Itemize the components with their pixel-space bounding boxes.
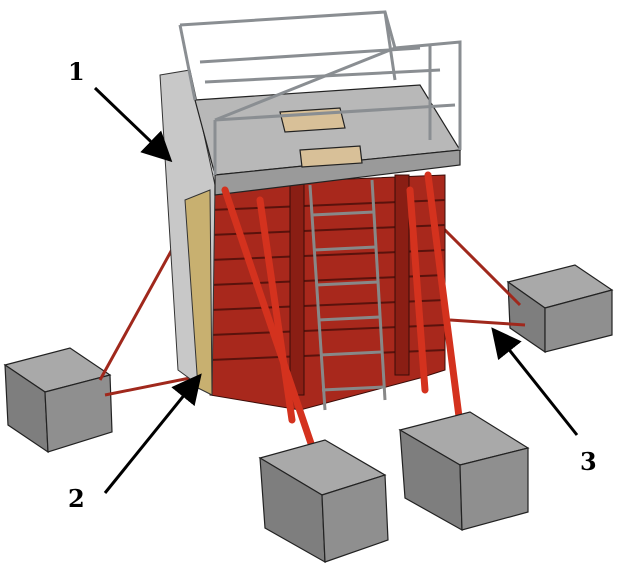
concrete-block-center-right <box>398 411 530 532</box>
push-pull-props <box>221 171 466 474</box>
concrete-block-left <box>3 347 113 454</box>
callout-label-1: 1 <box>68 57 85 86</box>
ladder <box>308 179 387 411</box>
callout-arrow-2 <box>103 373 202 494</box>
callout-label-2: 2 <box>68 484 85 513</box>
concrete-block-right <box>506 264 614 354</box>
railing <box>178 10 462 175</box>
side-panel <box>159 69 216 396</box>
concrete-block-center-left <box>258 439 389 564</box>
callout-arrow-3 <box>491 327 579 436</box>
callout-label-3: 3 <box>580 447 597 476</box>
callout-arrow-1 <box>93 86 173 163</box>
